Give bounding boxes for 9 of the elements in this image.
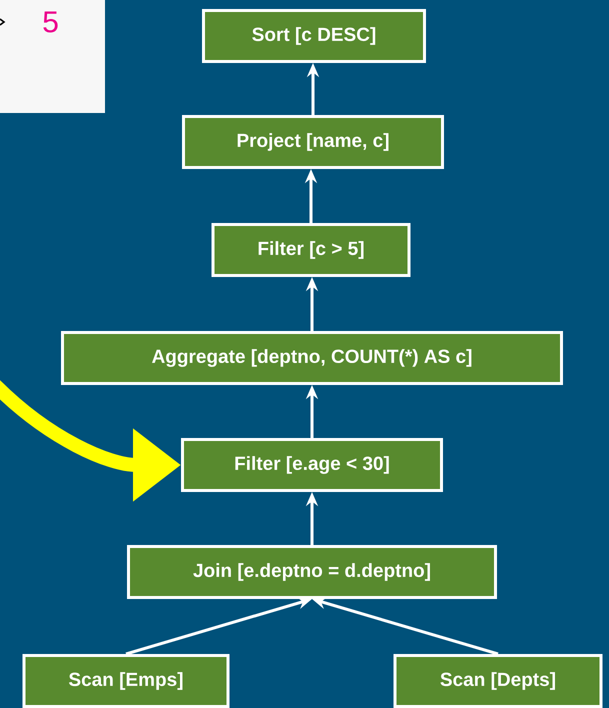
operator-box: Project [name, c]	[182, 115, 444, 169]
operator-box: Aggregate [deptno, COUNT(*) AS c]	[61, 331, 563, 385]
operator-box: Sort [c DESC]	[202, 9, 426, 63]
operator-box: Scan [Depts]	[394, 654, 602, 708]
operator-box: Scan [Emps]	[22, 654, 230, 708]
operator-box: Join [e.deptno = d.deptno]	[127, 545, 497, 599]
operator-box: Filter [c > 5]	[212, 223, 410, 277]
operator-box: Filter [e.age < 30]	[181, 438, 443, 492]
code-text: 5	[43, 12, 58, 32]
